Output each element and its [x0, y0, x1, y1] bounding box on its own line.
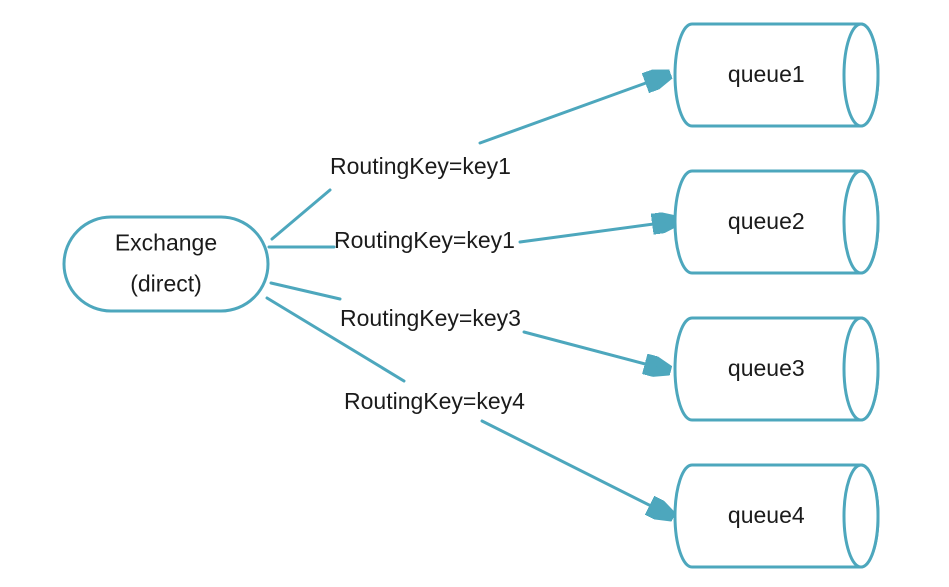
binding-3-stub-line: [269, 281, 342, 301]
queue4-cylinder-cap: [842, 463, 880, 569]
binding-4-arrow: [480, 419, 671, 516]
queue-node-queue2[interactable]: queue2: [673, 169, 880, 275]
binding-3-arrow: [522, 330, 668, 370]
binding-2-group[interactable]: RoutingKey=key1: [267, 221, 676, 253]
exchange-node[interactable]: Exchange (direct): [62, 215, 270, 313]
binding-1-label: RoutingKey=key1: [330, 153, 511, 179]
binding-1-arrow: [478, 75, 668, 145]
binding-2-arrow: [518, 221, 676, 244]
binding-4-stub-line: [265, 296, 406, 383]
binding-2-label: RoutingKey=key1: [334, 227, 515, 253]
queue2-cylinder-cap: [842, 169, 880, 275]
binding-1-group[interactable]: RoutingKey=key1: [270, 75, 668, 241]
exchange-shape: [62, 215, 270, 313]
binding-3-label: RoutingKey=key3: [340, 305, 521, 331]
binding-4-label: RoutingKey=key4: [344, 388, 525, 414]
queue-node-queue3[interactable]: queue3: [673, 316, 880, 422]
queue-node-queue1[interactable]: queue1: [673, 22, 880, 128]
queue4-label: queue4: [728, 502, 805, 528]
binding-1-stub-line: [270, 188, 332, 241]
binding-3-group[interactable]: RoutingKey=key3: [269, 281, 668, 370]
queue3-cylinder-cap: [842, 316, 880, 422]
queue-node-queue4[interactable]: queue4: [673, 463, 880, 569]
queue2-label: queue2: [728, 208, 805, 234]
queue1-label: queue1: [728, 61, 805, 87]
queue3-label: queue3: [728, 355, 805, 381]
exchange-label-line2: (direct): [130, 271, 202, 297]
queue1-cylinder-cap: [842, 22, 880, 128]
exchange-label-line1: Exchange: [115, 229, 217, 255]
binding-4-group[interactable]: RoutingKey=key4: [265, 296, 671, 516]
